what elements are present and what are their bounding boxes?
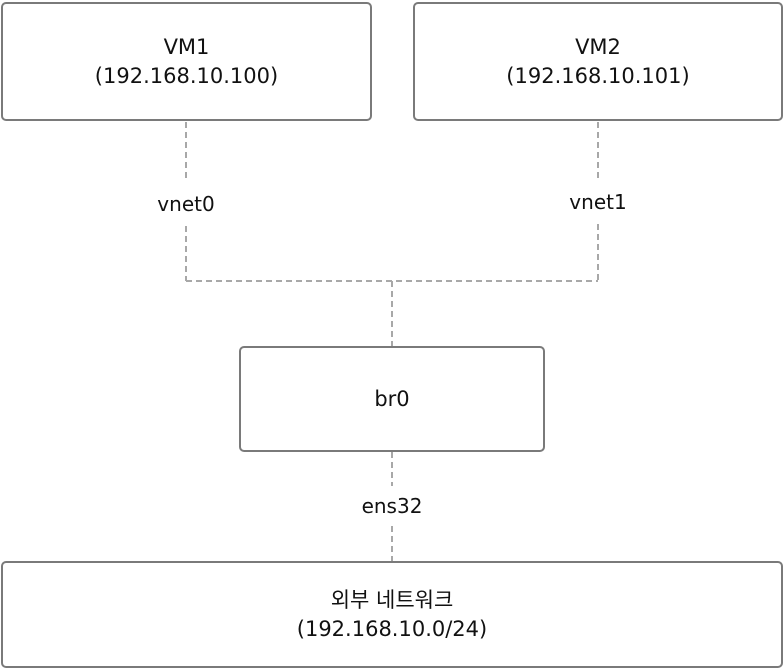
ens32-label: ens32 (361, 494, 423, 518)
vm1-ip: (192.168.10.100) (94, 63, 279, 88)
bridge-name: br0 (374, 386, 410, 411)
vm1-node: VM1 (192.168.10.100) (1, 2, 372, 121)
vm2-ip: (192.168.10.101) (506, 63, 690, 88)
bridge-node: br0 (239, 346, 545, 452)
external-network-subnet: (192.168.10.0/24) (296, 616, 488, 641)
vm1-name: VM1 (163, 34, 210, 59)
vnet1-label: vnet1 (569, 190, 627, 214)
external-network-node: 외부 네트워크 (192.168.10.0/24) (1, 561, 783, 668)
vm2-name: VM2 (575, 34, 621, 59)
vnet0-label: vnet0 (157, 192, 215, 216)
external-network-name: 외부 네트워크 (330, 587, 454, 612)
vm2-node: VM2 (192.168.10.101) (413, 2, 783, 121)
